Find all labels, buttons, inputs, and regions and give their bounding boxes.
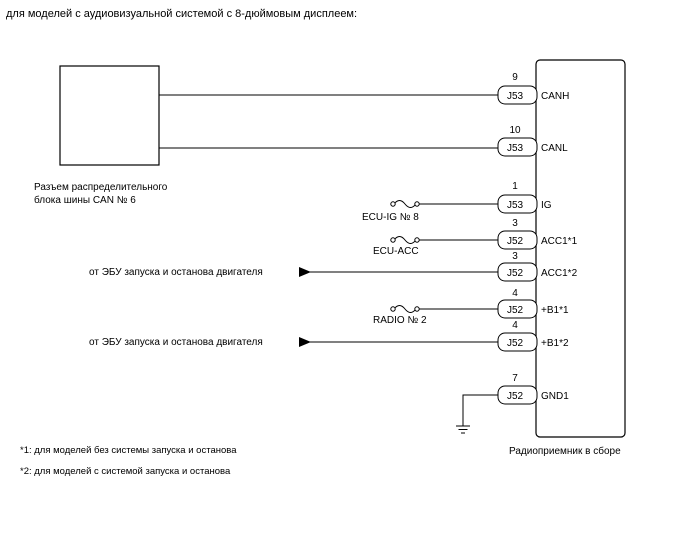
arrow-right-icon (299, 267, 311, 277)
arrow-right-icon (299, 337, 311, 347)
pin-number: 4 (512, 320, 518, 331)
signal-name: CANH (541, 91, 569, 102)
fuse-label-radio: RADIO № 2 (373, 315, 427, 326)
connector-pill (497, 194, 538, 214)
signal-name: +B1*1 (541, 305, 569, 316)
signal-name: +B1*2 (541, 338, 569, 349)
signal-name: ACC1*2 (541, 268, 578, 279)
page-title: для моделей с аудиовизуальной системой с… (6, 8, 357, 20)
connector-code: J53 (507, 143, 524, 154)
connector-code: J53 (507, 91, 524, 102)
connector-code: J53 (507, 200, 524, 211)
wires (159, 94, 499, 426)
fuse-icon (390, 305, 420, 313)
footnote: *2: для моделей с системой запуска и ост… (20, 466, 231, 477)
signal-name: ACC1*1 (541, 236, 578, 247)
connector-code: J52 (507, 305, 524, 316)
footnote: *1: для моделей без системы запуска и ос… (20, 445, 237, 456)
can-block-label-line1: Разъем распределительного (34, 182, 168, 193)
connector-pill (497, 137, 538, 157)
fuse-label-ecu-ig: ECU-IG № 8 (362, 212, 419, 223)
signal-name: GND1 (541, 391, 569, 402)
fuse-label-ecu-acc: ECU-ACC (373, 246, 419, 257)
receiver-label: Радиоприемник в сборе (509, 445, 621, 457)
pin-number: 7 (512, 373, 518, 384)
connector-pill (497, 299, 538, 319)
pin-number: 9 (512, 72, 518, 83)
connector-code: J52 (507, 338, 524, 349)
connector-pills (497, 85, 538, 405)
connector-code: J52 (507, 268, 524, 279)
can-block-label-line2: блока шины CAN № 6 (34, 194, 136, 206)
connector-code: J52 (507, 391, 524, 402)
signal-name: IG (541, 200, 552, 211)
pin-number: 1 (512, 181, 518, 192)
ground-icon (456, 425, 470, 434)
connector-code: J52 (507, 236, 524, 247)
signal-name: CANL (541, 143, 568, 154)
source-label-acc: от ЭБУ запуска и останова двигателя (89, 267, 263, 278)
pin-number: 3 (512, 251, 518, 262)
connector-pill (497, 85, 538, 105)
connector-pill (497, 230, 538, 250)
pin-number: 4 (512, 288, 518, 299)
pin-number: 10 (509, 125, 521, 136)
connector-pill (497, 385, 538, 405)
connector-pill (497, 332, 538, 352)
pin-number: 3 (512, 218, 518, 229)
connector-pill (497, 262, 538, 282)
fuse-icon (390, 200, 420, 208)
wire-gnd1 (462, 394, 499, 426)
radio-receiver-box (535, 59, 626, 438)
can-junction-connector-box (59, 65, 160, 166)
fuse-icon (390, 236, 420, 244)
source-label-b1: от ЭБУ запуска и останова двигателя (89, 337, 263, 348)
